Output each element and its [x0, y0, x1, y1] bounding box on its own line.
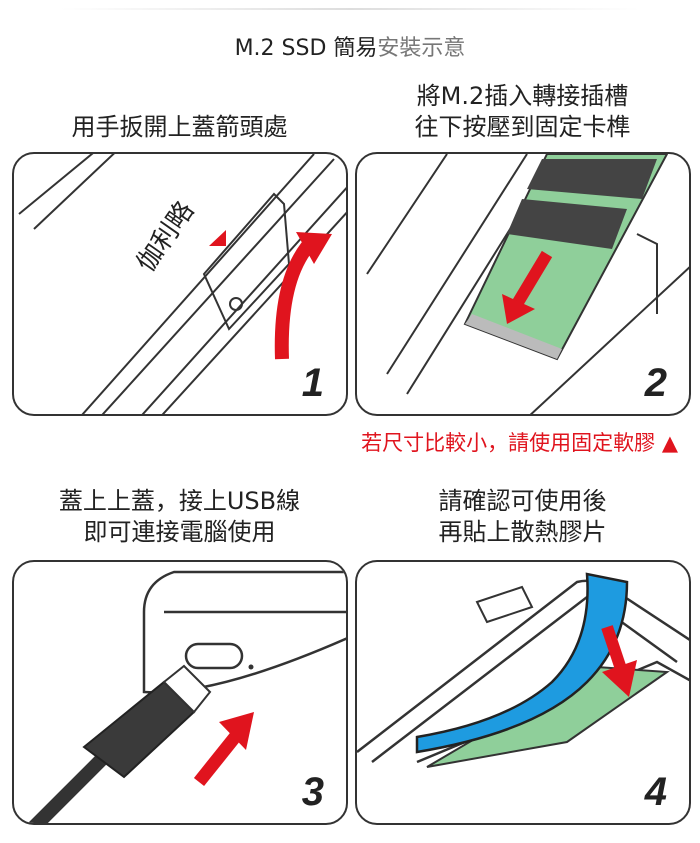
step4-caption: 請確認可使用後再貼上散熱膠片 [438, 487, 607, 546]
title-main: M.2 SSD 簡易 [234, 36, 378, 61]
step1-panel: 伽利略 1 [12, 152, 348, 416]
insert-ssd-illustration [366, 154, 689, 414]
brand-logo: 伽利略 [131, 196, 200, 277]
down-arrow-icon [602, 660, 637, 697]
step2-caption: 將M.2插入轉接插槽往下按壓到固定卡榫 [414, 82, 631, 141]
usb-c-port [184, 642, 244, 670]
thermal-pad-illustration [357, 572, 689, 768]
page-title: M.2 SSD 簡易安裝示意 [0, 30, 700, 62]
up-curved-arrow-icon [296, 232, 332, 264]
title-sub: 安裝示意 [377, 36, 466, 61]
step-number: 1 [301, 361, 324, 405]
down-arrow-icon [502, 294, 535, 324]
up-arrow-icon [219, 712, 254, 750]
size-note: 若尺寸比較小，請使用固定軟膠 ▲ [361, 431, 678, 455]
small-arrow-icon [209, 230, 226, 246]
step1-caption: 用手扳開上蓋箭頭處 [71, 113, 288, 141]
step3-panel: 3 [12, 560, 348, 825]
step-number: 3 [301, 770, 324, 814]
step4-panel: 4 [355, 560, 691, 825]
connect-usb-illustration [29, 570, 346, 823]
step-number: 2 [644, 361, 667, 405]
step-number: 4 [644, 770, 667, 814]
step2-panel: 2 [355, 152, 691, 416]
thermal-pad [415, 572, 629, 754]
top-divider [60, 8, 640, 10]
open-lid-illustration: 伽利略 [18, 154, 346, 414]
step3-caption: 蓋上上蓋，接上USB線即可連接電腦使用 [58, 487, 301, 546]
